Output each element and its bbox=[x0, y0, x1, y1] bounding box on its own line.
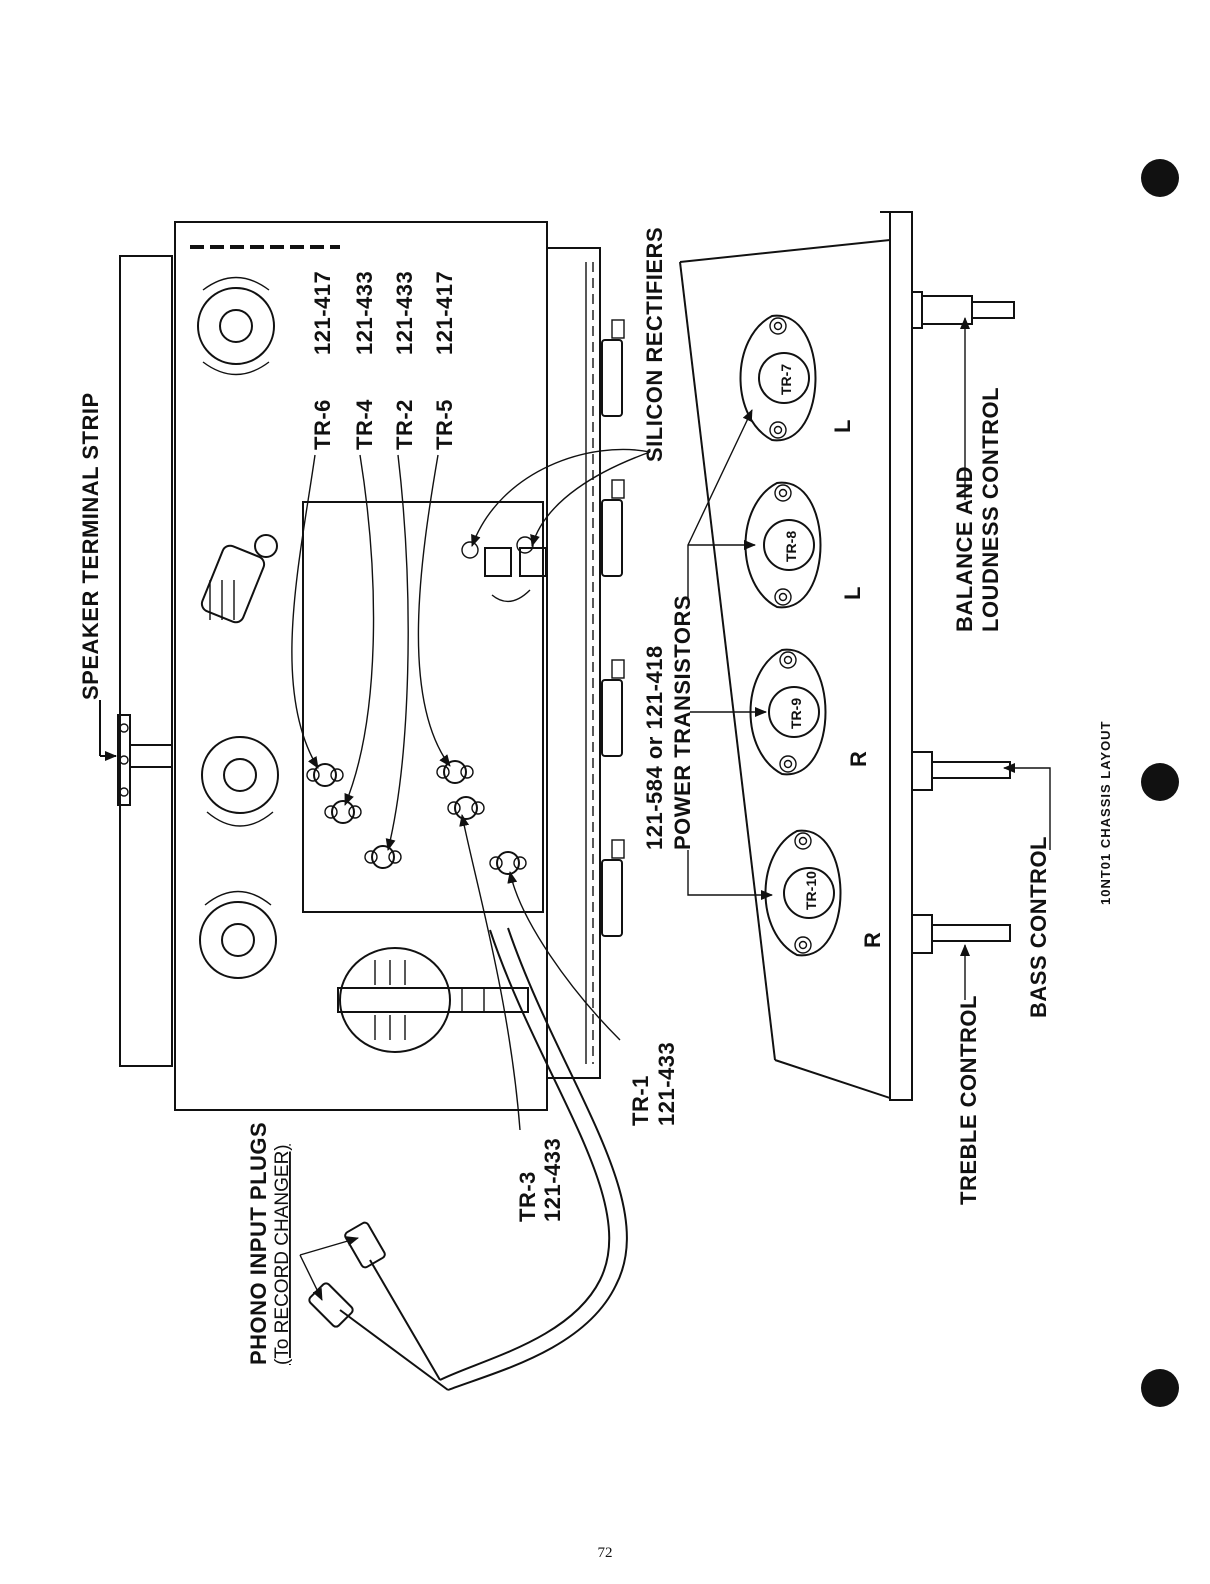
filter-capacitor bbox=[200, 534, 278, 624]
phono-input-plugs-label: PHONO INPUT PLUGS bbox=[246, 1122, 271, 1365]
punch-hole-top bbox=[1141, 159, 1179, 197]
power-transistor-tr-8: TR-8L bbox=[744, 481, 865, 609]
phono-record-changer-label: (To RECORD CHANGER) bbox=[272, 1144, 293, 1365]
transistor-list-part-1: 121-433 bbox=[352, 271, 377, 355]
speaker-terminal-strip-label: SPEAKER TERMINAL STRIP bbox=[78, 392, 103, 700]
page-number: 72 bbox=[597, 1545, 613, 1561]
power-transistor-label-0: TR-7 bbox=[778, 364, 794, 395]
speaker-terminal-strip bbox=[99, 700, 173, 806]
board-transistor-tr3 bbox=[447, 796, 485, 820]
power-transistor-side-0: L bbox=[830, 419, 855, 433]
silicon-rectifier-leader bbox=[471, 448, 651, 547]
control-leaders bbox=[960, 317, 1051, 1000]
tr3-name-label: TR-3 bbox=[515, 1171, 540, 1222]
transistor-list: TR-6 121-417 TR-4 121-433 TR-2 121-433 T… bbox=[310, 271, 457, 450]
socket-bottom bbox=[199, 890, 277, 979]
board-transistor-tr4 bbox=[324, 800, 362, 824]
power-transistor-label-3: TR-10 bbox=[803, 871, 819, 910]
power-transistors-part-label: 121-584 or 121-418 bbox=[642, 645, 667, 850]
tr3-part-label: 121-433 bbox=[540, 1138, 565, 1222]
bass-control-label: BASS CONTROL bbox=[1026, 836, 1051, 1018]
circuit-board bbox=[302, 501, 544, 913]
board-transistor-tr5 bbox=[436, 760, 474, 784]
balance-loudness-shaft bbox=[911, 291, 1015, 329]
silicon-rectifiers-label: SILICON RECTIFIERS bbox=[642, 227, 667, 462]
power-transistor-side-2: R bbox=[846, 751, 871, 767]
treble-control-label: TREBLE CONTROL bbox=[956, 995, 981, 1205]
power-transistor-leaders bbox=[687, 409, 773, 900]
socket-top bbox=[197, 276, 275, 376]
rectifier-assembly bbox=[461, 536, 547, 603]
treble-shaft bbox=[911, 914, 1011, 954]
heat-sink bbox=[337, 947, 529, 1053]
power-transistors-label: POWER TRANSISTORS bbox=[670, 595, 695, 850]
chassis-layout-caption: 10NT01 CHASSIS LAYOUT bbox=[1098, 720, 1113, 905]
transistor-list-part-2: 121-433 bbox=[392, 271, 417, 355]
power-transistor-label-1: TR-8 bbox=[783, 531, 799, 562]
balance-label-line1: BALANCE AND bbox=[952, 466, 977, 632]
punch-hole-bottom bbox=[1141, 1369, 1179, 1407]
transistor-list-name-0: TR-6 bbox=[310, 399, 335, 450]
transistor-list-name-2: TR-2 bbox=[392, 399, 417, 450]
board-transistor-tr1 bbox=[489, 851, 527, 875]
power-transistor-side-1: L bbox=[840, 586, 865, 600]
power-transistor-tr-9: TR-9R bbox=[749, 648, 871, 776]
board-transistor-tr2 bbox=[364, 845, 402, 869]
board-transistor-tr6 bbox=[306, 763, 344, 787]
power-transistor-side-3: R bbox=[860, 932, 885, 948]
power-transistor-tr-10: TR-10R bbox=[764, 829, 885, 957]
bass-shaft bbox=[911, 751, 1011, 791]
power-transistor-tr-7: TR-7L bbox=[739, 314, 855, 442]
tr1-name-label: TR-1 bbox=[628, 1075, 653, 1126]
power-transistor-label-2: TR-9 bbox=[788, 698, 804, 729]
socket-middle bbox=[201, 736, 279, 827]
transistor-leader-lines bbox=[291, 454, 451, 851]
rectifier-housings bbox=[601, 319, 625, 937]
transistor-list-part-0: 121-417 bbox=[310, 271, 335, 355]
power-transistor-panel bbox=[679, 211, 913, 1101]
transistor-list-part-3: 121-417 bbox=[432, 271, 457, 355]
tr1-part-label: 121-433 bbox=[654, 1042, 679, 1126]
phono-plug-leaders bbox=[299, 1236, 359, 1301]
tr3-tr1-leaders bbox=[459, 814, 621, 1131]
balance-label-line2: LOUDNESS CONTROL bbox=[978, 387, 1003, 632]
transistor-list-name-1: TR-4 bbox=[352, 399, 377, 450]
phono-cable bbox=[308, 927, 628, 1391]
transistor-list-name-3: TR-5 bbox=[432, 399, 457, 450]
main-chassis bbox=[119, 221, 601, 1111]
punch-hole-middle bbox=[1141, 763, 1179, 801]
